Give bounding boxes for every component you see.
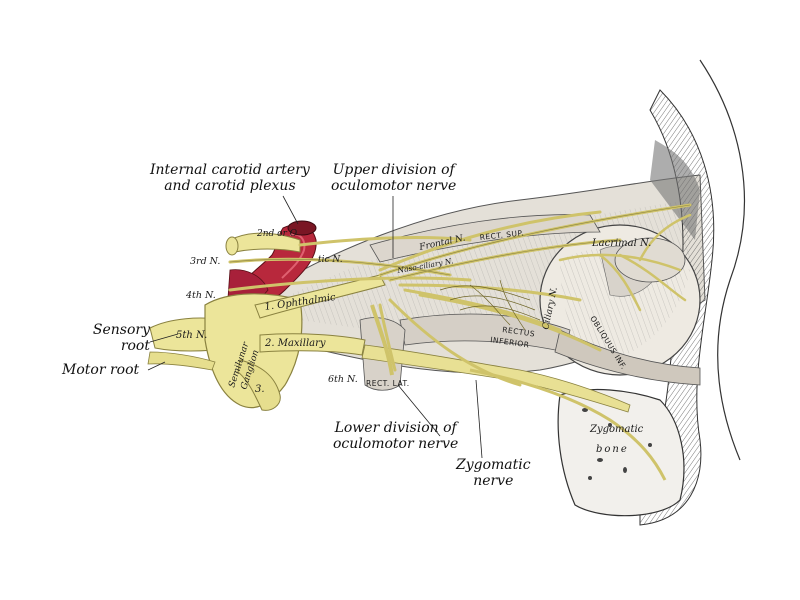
callout-zygomatic-nerve-line2: nerve bbox=[473, 473, 514, 489]
callout-internal-carotid: Internal carotid artery and carotid plex… bbox=[150, 162, 310, 194]
callout-sensory-root-line2: root bbox=[120, 338, 150, 354]
motor-root bbox=[147, 351, 216, 371]
callout-lower-oculomotor: Lower division of oculomotor nerve bbox=[333, 420, 458, 452]
ophthalmic-nerve bbox=[254, 274, 386, 319]
callout-internal-carotid-line2: and carotid plexus bbox=[164, 178, 296, 194]
lower-oculomotor-branch bbox=[370, 304, 394, 376]
zygomatic-nerve-branch bbox=[469, 368, 667, 481]
artery-lumen bbox=[287, 220, 317, 236]
callout-zygomatic-nerve-line1: Zygomatic bbox=[456, 457, 531, 473]
optic-nerve-end bbox=[225, 236, 239, 256]
lacrimal-branches bbox=[558, 213, 692, 312]
label-fifth-nerve: 5th N. bbox=[176, 330, 207, 341]
callout-sensory-root: Sensory root bbox=[78, 322, 150, 354]
maxillary-continuation bbox=[361, 344, 631, 413]
skin-outline bbox=[699, 59, 745, 461]
label-rect-lat: RECT. LAT. bbox=[366, 379, 410, 388]
maxillary-nerve bbox=[259, 333, 366, 356]
bone-pits bbox=[582, 408, 652, 480]
optic-nerve bbox=[229, 232, 301, 253]
label-maxillary: 2. Maxillary bbox=[264, 338, 326, 349]
semilunar-ganglion bbox=[204, 293, 303, 409]
obliquus-inferior-muscle bbox=[554, 329, 701, 386]
callout-upper-oculomotor: Upper division of oculomotor nerve bbox=[331, 162, 456, 194]
callout-zygomatic-nerve: Zygomatic nerve bbox=[456, 457, 531, 489]
ciliary-network bbox=[439, 279, 541, 331]
callout-internal-carotid-line1: Internal carotid artery bbox=[150, 162, 310, 178]
label-zygomatic-bone-line2: bone bbox=[596, 444, 629, 455]
callout-motor-root: Motor root bbox=[62, 362, 139, 378]
label-zygomatic-bone-line1: Zygomatic bbox=[589, 424, 644, 435]
nerve-branch-outlines bbox=[229, 204, 691, 281]
mandibular-nerve bbox=[237, 359, 281, 411]
callout-upper-oculomotor-line2: oculomotor nerve bbox=[331, 178, 457, 194]
callout-lower-oculomotor-line1: Lower division of bbox=[334, 420, 457, 436]
label-sixth-nerve: 6th N. bbox=[328, 374, 358, 385]
leader-lines bbox=[147, 195, 483, 459]
label-optic-fragment: tic N. bbox=[318, 255, 343, 265]
label-lacrimal-nerve: Lacrimal N. bbox=[591, 238, 651, 249]
zygomatic-bone bbox=[557, 388, 685, 517]
callout-upper-oculomotor-line1: Upper division of bbox=[332, 162, 455, 178]
callout-lower-oculomotor-line2: oculomotor nerve bbox=[333, 436, 459, 452]
callout-motor-root-text: Motor root bbox=[62, 362, 140, 378]
label-mandibular: 3. bbox=[255, 384, 265, 395]
callout-sensory-root-line1: Sensory bbox=[92, 322, 150, 338]
label-second-or-optic: 2nd or O bbox=[256, 229, 298, 239]
label-fourth-nerve: 4th N. bbox=[185, 290, 216, 301]
label-third-nerve: 3rd N. bbox=[190, 256, 220, 267]
